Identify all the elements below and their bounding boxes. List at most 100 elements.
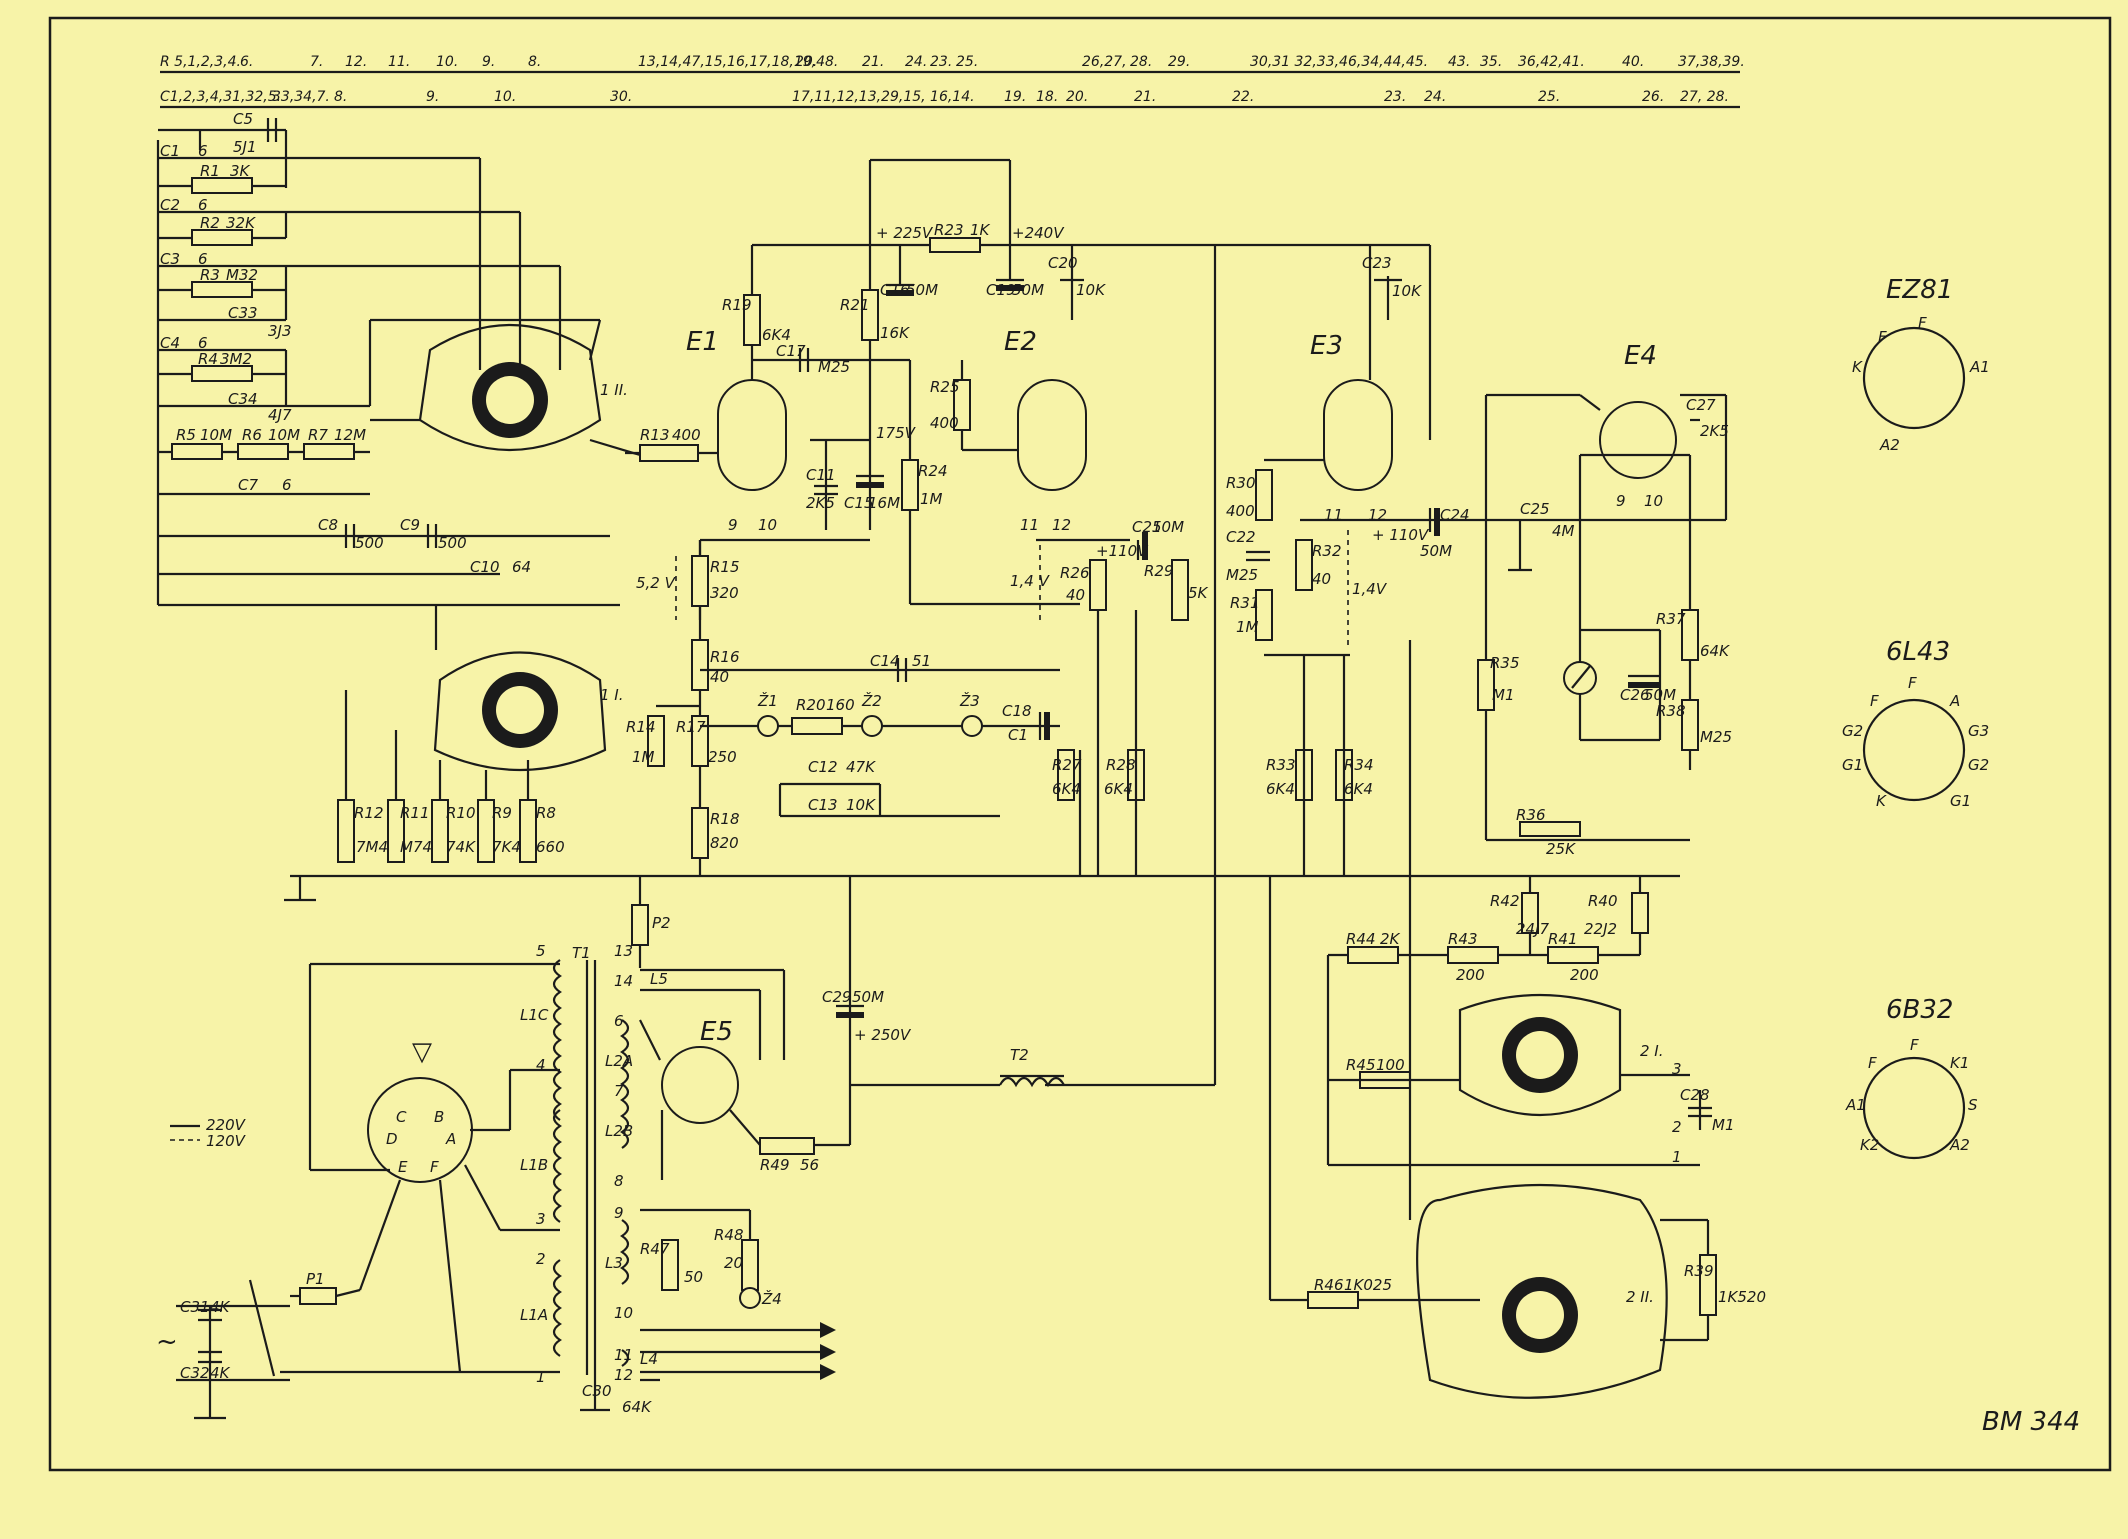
t1-pin-11: 11 — [614, 1346, 633, 1364]
hdr-c-12: 23. — [1384, 89, 1406, 105]
tube-e2: E2 11 12 R25 400 R26 40 1,4 V +110V C21 … — [930, 327, 1209, 876]
sel-f: F — [430, 1158, 439, 1176]
sel-b: B — [434, 1108, 444, 1126]
r17-value: 250 — [708, 748, 737, 766]
c34-label: C34 — [228, 390, 258, 408]
r39-label: R39 — [1684, 1262, 1714, 1280]
e1-cathode-chain: R15 320 5,2 V R16 40 C14 51 R14 1M R17 2… — [626, 538, 1060, 876]
v-250: + 250V — [854, 1026, 912, 1044]
r19-value: 6K4 — [762, 326, 791, 344]
r41-label: R41 — [1548, 930, 1578, 948]
r24-value: 1M — [920, 490, 943, 508]
c3-value: 6 — [198, 250, 208, 268]
r21-value: 16K — [880, 324, 910, 342]
c17-value: M25 — [818, 358, 850, 376]
r6-value: 10M — [268, 426, 300, 444]
z2-label: Ž2 — [861, 691, 882, 710]
r39-value: 1K520 — [1718, 1288, 1766, 1306]
hdr-r-1: 6. — [240, 54, 253, 70]
c10-value: 64 — [512, 558, 531, 576]
hdr-c-1: 33,34,7. — [272, 89, 330, 105]
r29-label: R29 — [1144, 562, 1174, 580]
hdr-r-11: 24. — [905, 54, 927, 70]
c12-label: C12 — [808, 758, 838, 776]
p1-label: P1 — [306, 1270, 325, 1288]
c1-value: 6 — [198, 142, 208, 160]
6b32-pin-6: A2 — [1949, 1136, 1970, 1154]
r32-value: 40 — [1312, 570, 1331, 588]
r34-value: 6K4 — [1344, 780, 1373, 798]
r35-value: M1 — [1492, 686, 1515, 704]
c16-label: C16 — [880, 281, 910, 299]
r44-value: 2K — [1380, 930, 1401, 948]
6b32-pin-1: F — [1910, 1036, 1919, 1054]
r3-label: R3 — [200, 266, 220, 284]
c4-value: 6 — [198, 334, 208, 352]
c24-label: C24 — [1440, 506, 1470, 524]
r31-value: 1M — [1236, 618, 1259, 636]
c32-value: 4K — [210, 1364, 231, 1382]
c11-label: C11 — [806, 466, 836, 484]
c19-value: 50M — [1012, 281, 1044, 299]
hdr-r-7: 8. — [528, 54, 541, 70]
t2-label: T2 — [1010, 1046, 1029, 1064]
c16-value: 50M — [906, 281, 938, 299]
r44-label: R44 — [1346, 930, 1376, 948]
c11-value: 2K5 — [806, 494, 835, 512]
t1-pin-labels: 5 13 14 6 4 7 8 3 9 2 10 11 1 12 — [536, 942, 633, 1386]
switch-2-i-label: 2 I. — [1640, 1042, 1664, 1060]
v-5-2: 5,2 V — [636, 574, 677, 592]
c33-label: C33 — [228, 304, 258, 322]
hdr-r-3: 12. — [345, 54, 367, 70]
t1-pin-6: 6 — [614, 1012, 624, 1030]
switch-1-i[interactable]: 1 I. — [433, 605, 624, 772]
selector-triangle: ▽ — [412, 1037, 432, 1067]
6l43-pin-3: G2 — [1842, 722, 1863, 740]
c23-value: 10K — [1392, 282, 1422, 300]
hdr-r-9: 20. — [795, 54, 817, 70]
c23-label: C23 — [1362, 254, 1392, 272]
r27-value: 6K4 — [1052, 780, 1081, 798]
c34-value: 4J7 — [268, 406, 292, 424]
switch-2-i[interactable]: R42 24J7 R40 22J2 R44 2K R43 200 R41 200… — [1326, 876, 1735, 1167]
l5-label: L5 — [650, 970, 668, 988]
r48-label: R48 — [714, 1226, 744, 1244]
r21-label: R21 — [840, 296, 870, 314]
r18-label: R18 — [710, 810, 740, 828]
hdr-r-17: 30,31 32,33,46,34,44,45. — [1250, 54, 1428, 70]
switch-2-ii[interactable]: R46 1K025 2 II. R39 1K520 — [1268, 640, 1766, 1399]
c26-label: C26 — [1620, 686, 1650, 704]
t1-pin-3: 3 — [536, 1210, 546, 1228]
6b32-pin-3: A1 — [1845, 1096, 1866, 1114]
r31-label: R31 — [1230, 594, 1260, 612]
c22-label: C22 — [1226, 528, 1256, 546]
e5-label: E5 — [700, 1017, 733, 1047]
l4-label: L4 — [640, 1350, 658, 1368]
r13-value: 400 — [672, 426, 701, 444]
r8-label: R8 — [536, 804, 556, 822]
6b32-pin-2: K1 — [1950, 1054, 1969, 1072]
c1-label: C1 — [160, 142, 180, 160]
hdr-c-8: 18. — [1036, 89, 1058, 105]
6b32-title: 6B32 — [1886, 995, 1953, 1025]
r9-label: R9 — [492, 804, 512, 822]
sheet-border — [48, 16, 2112, 1472]
c20-value: 10K — [1076, 281, 1106, 299]
r43-label: R43 — [1448, 930, 1478, 948]
r7-value: 12M — [334, 426, 366, 444]
c2-value: 6 — [198, 196, 208, 214]
v-110-b: + 110V — [1372, 526, 1430, 544]
switch-1-ii[interactable]: 1 II. — [370, 318, 641, 457]
t1-pin-1: 1 — [536, 1368, 546, 1386]
c14-label: C14 — [870, 652, 900, 670]
r35-label: R35 — [1490, 654, 1520, 672]
c27-label: C27 — [1686, 396, 1716, 414]
hdr-r-13: 25. — [956, 54, 978, 70]
voltage-selector[interactable]: ▽ C B D A E F — [280, 962, 560, 1374]
6b32-pin-4: S — [1968, 1096, 1978, 1114]
c8-value: 500 — [355, 534, 384, 552]
r25-value: 400 — [930, 414, 959, 432]
label-120v: 120V — [206, 1132, 247, 1150]
z3-label: Ž3 — [959, 691, 980, 710]
input-network: C5 5J1 C1 6 R1 3K C2 6 R2 32K C3 6 R3 M3… — [156, 110, 620, 607]
